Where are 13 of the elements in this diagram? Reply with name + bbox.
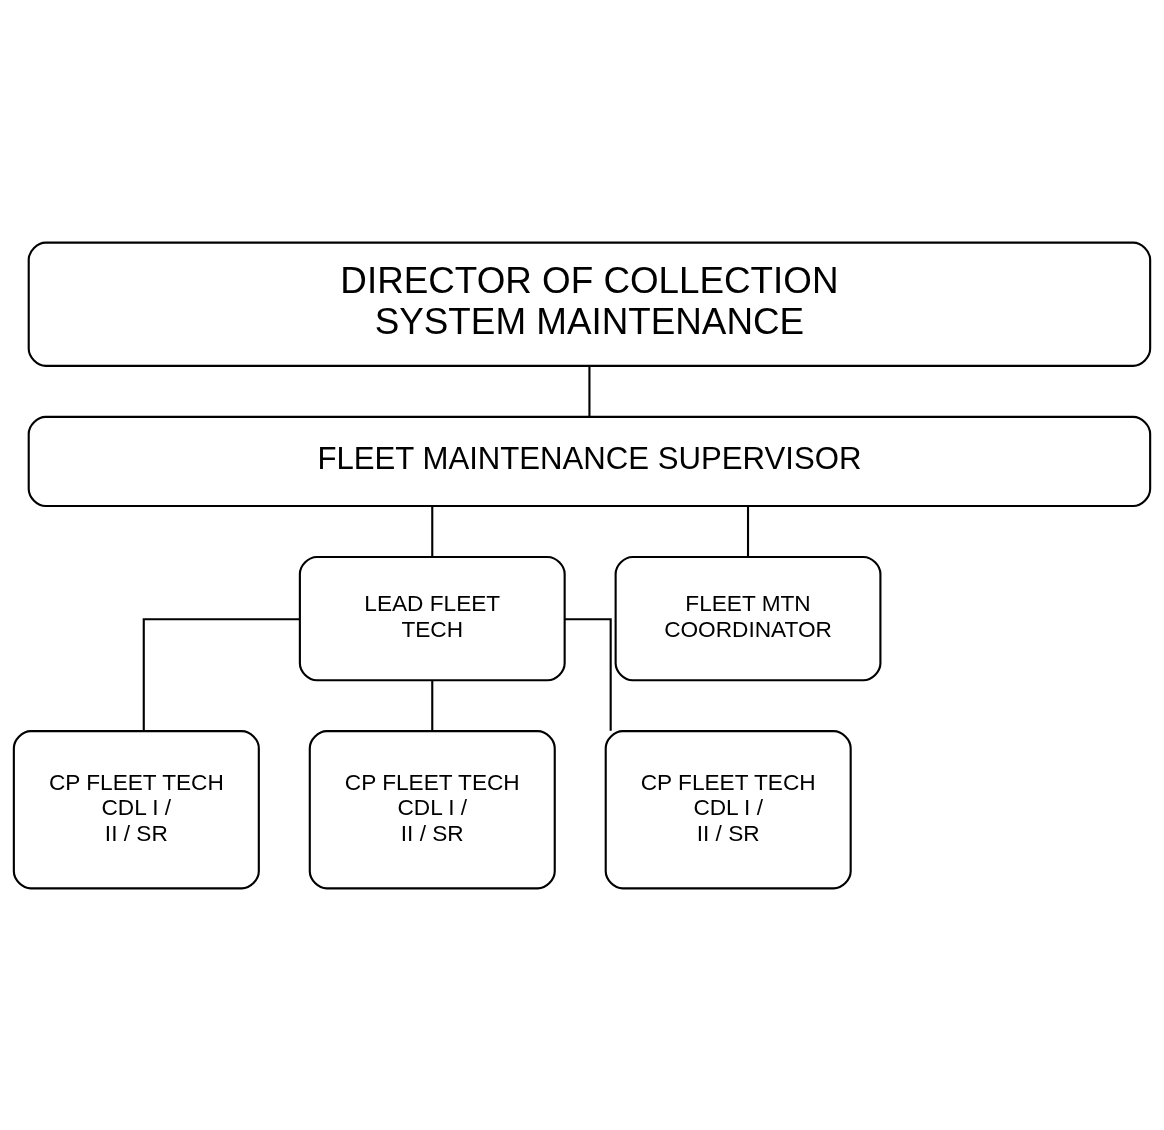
node-box: CP FLEET TECH CDL I / II / SR — [604, 729, 852, 889]
connector — [588, 365, 591, 416]
node-box: CP FLEET TECH CDL I / II / SR — [12, 729, 260, 889]
connector — [564, 617, 612, 731]
node-box: DIRECTOR OF COLLECTION SYSTEM MAINTENANCE — [27, 241, 1152, 367]
node-box: CP FLEET TECH CDL I / II / SR — [308, 729, 556, 889]
connector — [431, 505, 434, 557]
connector — [142, 617, 300, 731]
node-box: LEAD FLEET TECH — [298, 555, 566, 681]
connector — [431, 680, 434, 731]
node-box: FLEET MTN COORDINATOR — [614, 555, 882, 681]
connector — [746, 505, 750, 557]
node-box: FLEET MAINTENANCE SUPERVISOR — [27, 415, 1152, 507]
